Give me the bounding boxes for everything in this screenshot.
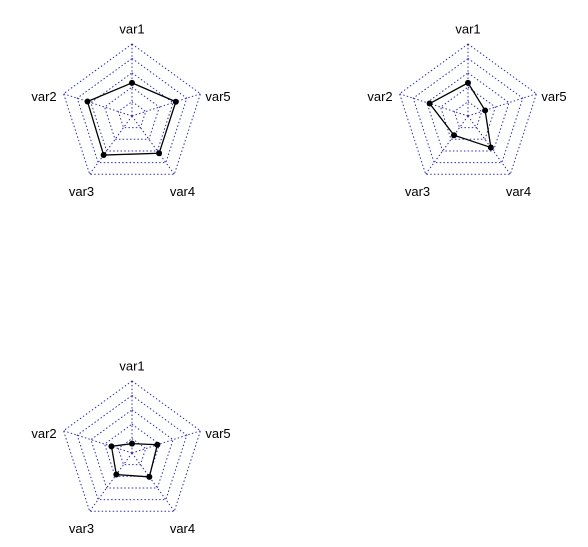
axis-label-var1: var1: [119, 358, 144, 373]
grid-spoke-var3: [89, 452, 133, 512]
grid-ring-4: [412, 57, 524, 164]
grid-spoke-var4: [467, 115, 511, 175]
grid-spoke-var3: [425, 115, 469, 175]
data-point-var4: [487, 144, 494, 151]
grid-ring-1: [117, 437, 147, 466]
axis-label-var4: var4: [506, 184, 531, 199]
grid-ring-5: [398, 43, 538, 175]
data-point-var1: [465, 79, 471, 86]
series-line: [428, 82, 492, 149]
radar-panel-2: var1 var5 var4 var3 var2: [367, 21, 566, 198]
grid-spoke-var5: [131, 93, 201, 117]
data-point-var2: [84, 98, 91, 105]
data-point-var1: [129, 440, 135, 447]
grid-spoke-var4: [131, 115, 175, 175]
axis-label-var3: var3: [69, 184, 94, 199]
grid-ring-1: [117, 100, 147, 129]
data-point-var5: [154, 441, 161, 448]
axis-label-var2: var2: [367, 89, 392, 104]
data-point-var2: [108, 443, 115, 450]
grid-ring-5: [62, 43, 202, 175]
grid-spoke-var2: [63, 93, 133, 117]
axis-label-var4: var4: [170, 184, 195, 199]
grid-spoke-var3: [89, 115, 133, 175]
grid-spoke-var5: [131, 430, 201, 454]
axis-label-var1: var1: [119, 21, 144, 36]
data-point-var4: [146, 473, 153, 480]
axis-label-var5: var5: [205, 426, 230, 441]
axis-label-var5: var5: [205, 89, 230, 104]
axis-label-var2: var2: [31, 89, 56, 104]
axis-label-var3: var3: [405, 184, 430, 199]
grid-spoke-var2: [399, 93, 469, 117]
grid-ring-2: [104, 423, 160, 477]
axis-label-var3: var3: [69, 521, 94, 536]
series-line: [110, 442, 159, 478]
grid-ring-3: [90, 409, 174, 489]
data-point-var4: [156, 150, 163, 157]
axis-label-var4: var4: [170, 521, 195, 536]
grid-spoke-var4: [131, 452, 175, 512]
radar-panel-1: var1 var5 var4 var3 var2: [31, 21, 230, 198]
grid-ring-2: [440, 86, 496, 140]
series-line: [86, 82, 177, 156]
data-point-var3: [451, 132, 458, 139]
grid-ring-1: [453, 100, 483, 129]
grid-ring-4: [76, 57, 188, 164]
data-point-var5: [172, 98, 179, 105]
grid-ring-5: [62, 380, 202, 512]
axis-label-var1: var1: [455, 21, 480, 36]
radar-panel-3: var1 var5 var4 var3 var2: [31, 358, 230, 535]
grid-ring-2: [104, 86, 160, 140]
data-point-var1: [129, 79, 135, 86]
data-point-var2: [426, 100, 433, 107]
grid-ring-4: [76, 394, 188, 501]
grid-ring-3: [426, 72, 510, 152]
grid-spoke-var2: [63, 430, 133, 454]
data-point-var3: [100, 152, 107, 159]
data-point-var5: [482, 107, 489, 114]
data-point-var3: [113, 471, 120, 478]
grid-spoke-var5: [467, 93, 537, 117]
axis-label-var2: var2: [31, 426, 56, 441]
axis-label-var5: var5: [541, 89, 566, 104]
